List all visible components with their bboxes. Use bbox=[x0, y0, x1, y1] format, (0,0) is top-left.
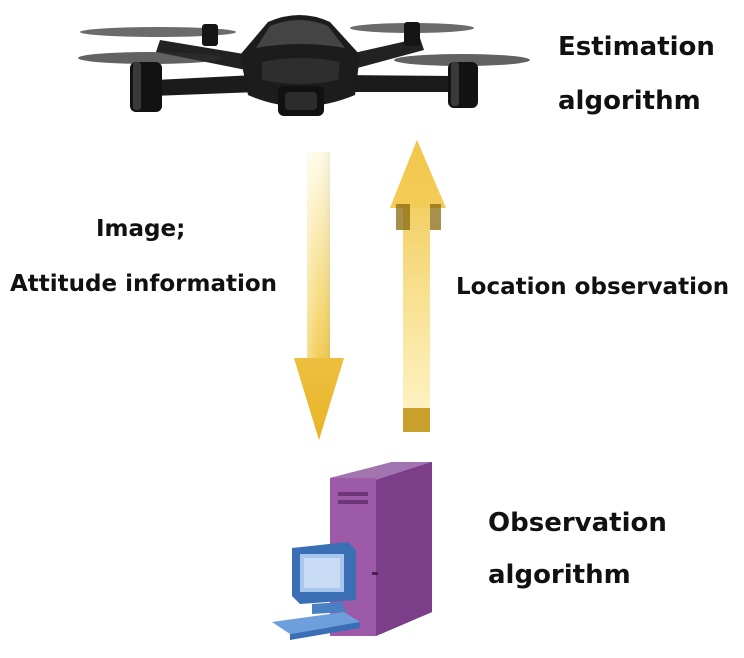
drone-icon bbox=[78, 15, 530, 116]
down-arrow bbox=[294, 152, 344, 440]
up-arrow bbox=[390, 140, 446, 432]
observation-label-line1: Observation bbox=[488, 508, 667, 538]
estimation-label-line1: Estimation bbox=[558, 32, 715, 62]
up-edge-label: Location observation bbox=[456, 274, 730, 300]
down-edge-label-line1: Image; bbox=[96, 216, 186, 242]
observation-label-line2: algorithm bbox=[488, 560, 631, 590]
down-edge-label-line2: Attitude information bbox=[10, 271, 278, 297]
estimation-label-line2: algorithm bbox=[558, 86, 701, 116]
computer-icon bbox=[272, 462, 432, 640]
